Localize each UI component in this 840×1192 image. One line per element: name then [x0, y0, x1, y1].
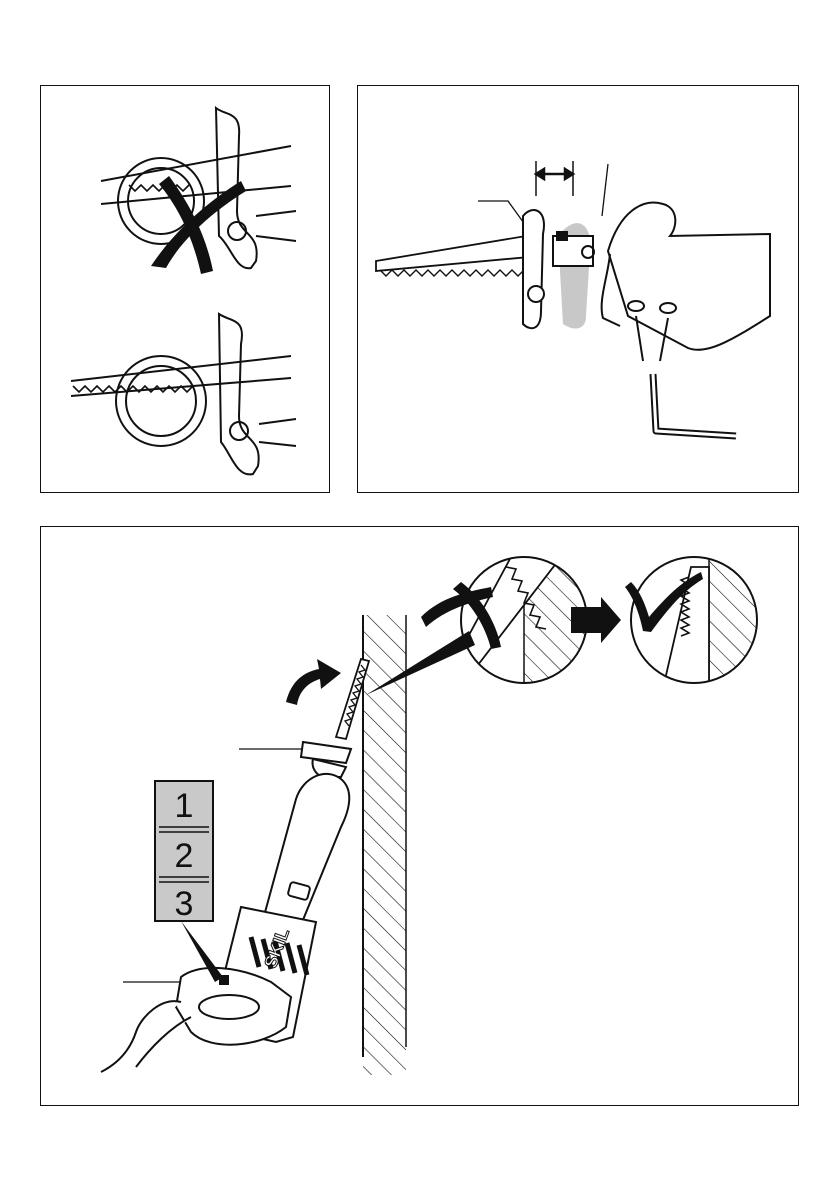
leader-line	[478, 201, 526, 226]
leader-line	[602, 164, 608, 216]
speed-setting-1: 1	[175, 787, 194, 825]
saw-blade	[376, 234, 540, 276]
magnifier-circle	[116, 356, 206, 446]
speed-setting-2: 2	[175, 837, 194, 875]
rotate-arrow-icon	[286, 659, 341, 705]
dimension-arrow	[536, 161, 573, 196]
blade-fitting-figure	[40, 85, 330, 493]
speed-setting-3: 3	[175, 885, 194, 923]
shoe-adjustment-figure	[357, 85, 799, 493]
shoe	[523, 210, 544, 328]
plunge-cutting-illustration: SKIL 1 2 3	[41, 527, 800, 1107]
blade-fitting-illustration	[41, 86, 331, 494]
screw	[660, 303, 676, 313]
screw	[628, 301, 644, 311]
saw-body	[608, 203, 770, 350]
plunge-cutting-figure: SKIL 1 2 3	[40, 526, 799, 1106]
reciprocating-saw	[101, 742, 351, 1072]
shoe-adjustment-illustration	[358, 86, 800, 494]
correct-blade-mount-drawing	[71, 314, 296, 474]
hex-key-icon	[653, 374, 736, 436]
